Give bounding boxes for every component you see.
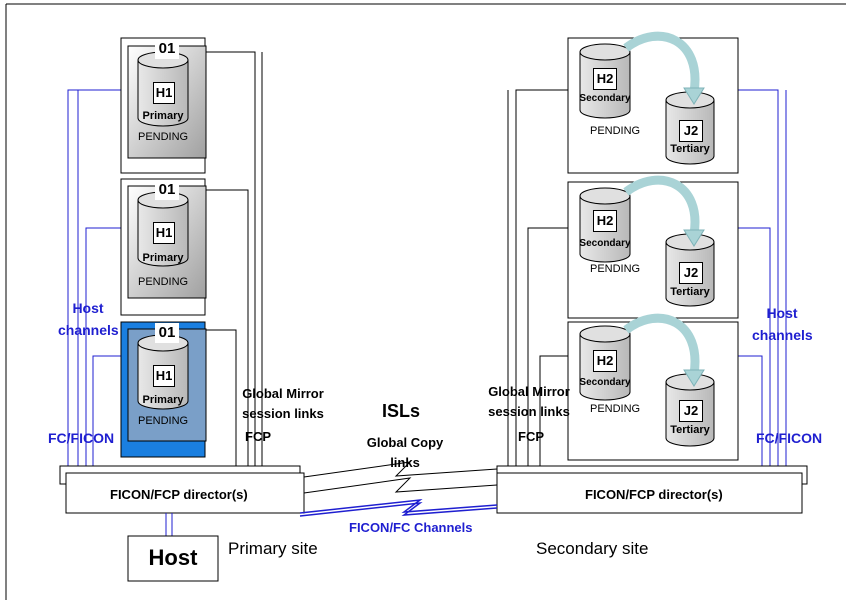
secondary-host-channels-label: Host channels: [752, 305, 813, 343]
volume-label: J2: [679, 262, 703, 284]
volume-label: H2: [593, 210, 617, 232]
disk-number-badge: 01: [155, 323, 179, 343]
volume-label: J2: [679, 400, 703, 422]
volume-label: H2: [593, 68, 617, 90]
volume-label: H1: [153, 365, 175, 387]
isl-links: [303, 461, 498, 494]
volume-state: PENDING: [138, 415, 189, 427]
volume-label: H2: [593, 350, 617, 372]
volume-label: H1: [153, 82, 175, 104]
volume-state: PENDING: [590, 403, 641, 415]
primary-fcp-label: FCP: [245, 429, 271, 444]
volume-state: PENDING: [590, 125, 641, 137]
secondary-director: [496, 465, 808, 514]
volume-role: Secondary: [579, 377, 631, 388]
secondary-fcp-label: FCP: [518, 429, 544, 444]
ficon-fc-channels-label: FICON/FC Channels: [349, 520, 473, 535]
isls-label: ISLs: [382, 401, 421, 421]
volume-label: J2: [679, 120, 703, 142]
volume-state: PENDING: [138, 131, 189, 143]
primary-site-label: Primary site: [228, 539, 318, 558]
volume-label: H1: [153, 222, 175, 244]
host-box: [127, 535, 219, 582]
primary-director: [59, 465, 305, 514]
disk-number-badge: 01: [155, 180, 179, 200]
secondary-fc-ficon-label: FC/FICON: [756, 430, 823, 446]
ficon-fc-channel-line: [299, 498, 498, 517]
secondary-director-label: FICON/FCP director(s): [585, 487, 723, 502]
volume-state: PENDING: [138, 276, 189, 288]
volume-role: Tertiary: [670, 143, 710, 155]
secondary-cylinders: [579, 43, 715, 447]
volume-role: Primary: [142, 394, 184, 406]
primary-director-label: FICON/FCP director(s): [110, 487, 248, 502]
volume-role: Tertiary: [670, 424, 710, 436]
volume-state: PENDING: [590, 263, 641, 275]
primary-fc-ficon-label: FC/FICON: [48, 430, 115, 446]
volume-role: Secondary: [579, 238, 631, 249]
global-copy-links-label: Global Copy links: [366, 435, 444, 470]
volume-role: Tertiary: [670, 286, 710, 298]
secondary-gm-session-links-label: Global Mirror session links: [488, 384, 570, 419]
volume-role: Secondary: [579, 93, 631, 104]
primary-channel-lines: [67, 51, 263, 470]
host-label: Host: [148, 545, 198, 570]
host-connection: [165, 513, 173, 537]
secondary-channel-lines: [507, 89, 787, 470]
disk-number-badge: 01: [155, 39, 179, 59]
primary-host-channels-label: Host channels: [58, 300, 119, 338]
primary-gm-session-links-label: Global Mirror session links: [242, 386, 324, 421]
secondary-site-label: Secondary site: [536, 539, 649, 558]
copy-arrows: [623, 31, 705, 387]
volume-role: Primary: [142, 110, 184, 122]
volume-role: Primary: [142, 252, 184, 264]
